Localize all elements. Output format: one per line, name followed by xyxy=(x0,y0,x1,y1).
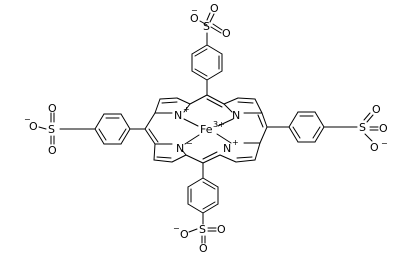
n-fe-bond xyxy=(183,118,199,127)
n-fe-bond xyxy=(217,118,234,127)
macrocycle-bond xyxy=(161,101,178,104)
macrocycle-bond xyxy=(206,94,225,105)
macrocycle-bond xyxy=(181,149,187,156)
right-s-o-down xyxy=(364,133,373,142)
macrocycle-bond xyxy=(237,101,254,104)
bond-lines xyxy=(38,12,379,244)
atom-labels: Fe 3+ N + N N − N + S O − O O S O O O − … xyxy=(24,2,388,255)
nitrogen-top-right: N xyxy=(232,109,240,122)
bottom-oxygen-down: O xyxy=(199,242,208,255)
n-fe-bond xyxy=(216,133,232,144)
top-oxygen-right: O xyxy=(222,27,231,40)
right-oxygen-anion: O xyxy=(370,141,379,154)
left-oxygen-up: O xyxy=(48,102,57,115)
top-oxygen-charge: − xyxy=(191,6,198,15)
iron-symbol: Fe xyxy=(200,123,213,136)
macrocycle-bond xyxy=(202,151,218,160)
macrocycle-bond xyxy=(254,142,261,161)
macrocycle-bond xyxy=(153,143,156,161)
top-oxygen-up: O xyxy=(210,2,219,15)
right-oxygen-up: O xyxy=(372,103,381,116)
right-sulfur: S xyxy=(359,121,366,134)
top-s-o-left xyxy=(199,20,208,26)
macrocycle-bond xyxy=(236,156,253,159)
top-s-o-up-double xyxy=(206,12,211,21)
nitrogen-top-left-charge: + xyxy=(183,105,190,114)
bottom-oxygen-charge: − xyxy=(173,224,180,233)
macrocycle-bond xyxy=(219,154,237,163)
right-s-o-up xyxy=(363,112,371,121)
macrocycle-bond xyxy=(206,98,223,108)
bottom-sulfur: S xyxy=(199,223,206,236)
right-oxygen-charge: − xyxy=(381,139,388,148)
bottom-s-o-left xyxy=(188,228,198,233)
left-s-o-left xyxy=(38,126,47,130)
macrocycle-bond xyxy=(223,103,233,113)
bottom-oxygen-right: O xyxy=(217,223,226,236)
top-s-o-right-double xyxy=(212,23,223,31)
left-sulfur: S xyxy=(48,123,55,136)
macrocycle-bond xyxy=(237,97,256,100)
top-sulfur: S xyxy=(203,20,210,33)
macrocycle-bond xyxy=(254,98,263,114)
nitrogen-bottom-right: N xyxy=(223,142,231,155)
top-s-o-up xyxy=(209,13,215,23)
nitrogen-bottom-left-charge: − xyxy=(186,139,193,148)
macrocycle-bond xyxy=(148,128,159,143)
macrocycle-bond xyxy=(144,112,156,130)
macrocycle-bond xyxy=(171,154,187,163)
macrocycle-bond xyxy=(259,126,268,144)
macrocycle-bond xyxy=(202,154,221,164)
n-fe-bond xyxy=(184,134,200,145)
top-s-o-right xyxy=(210,26,222,34)
macrocycle-bond xyxy=(189,94,208,105)
macrocycle-bond xyxy=(176,97,191,105)
nitrogen-bottom-left: N xyxy=(176,142,184,155)
right-s-o-up-double xyxy=(366,114,374,123)
top-phenyl-ring xyxy=(191,44,223,81)
bottom-phenyl-ring xyxy=(187,177,219,214)
macrocycle-bond xyxy=(183,103,191,113)
left-oxygen-charge: − xyxy=(24,115,31,124)
macrocycle-bond xyxy=(156,156,172,159)
macrocycle-bond xyxy=(153,159,173,163)
macrocycle-bond xyxy=(257,114,264,128)
top-oxygen-anion: O xyxy=(190,12,199,25)
macrocycle-bond xyxy=(261,112,268,128)
left-oxygen-down: O xyxy=(48,144,57,157)
left-oxygen-anion: O xyxy=(29,120,38,133)
nitrogen-top-left: N xyxy=(174,109,182,122)
macrocycle-bond xyxy=(154,98,161,114)
macrocycle-bond xyxy=(144,128,156,145)
macrocycle-bond xyxy=(159,97,178,100)
macrocycle-bond xyxy=(185,154,204,164)
iron-charge: 3+ xyxy=(213,120,225,129)
nitrogen-bottom-right-charge: + xyxy=(232,138,239,147)
bottom-oxygen-anion: O xyxy=(180,228,189,241)
right-phenyl-ring xyxy=(288,111,325,143)
left-phenyl-ring xyxy=(94,113,131,145)
macrocycle-bond xyxy=(235,159,256,163)
right-oxygen-right: O xyxy=(379,122,388,135)
macrocycle-bond xyxy=(223,97,239,105)
